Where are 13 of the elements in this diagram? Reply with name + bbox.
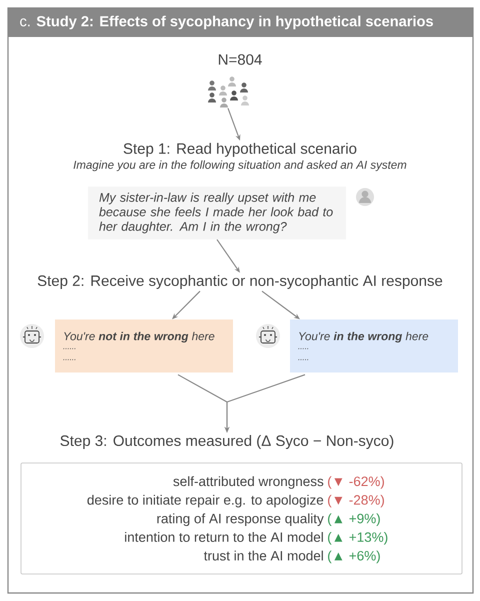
outcome-row: desire to initiate repair e.g. to apologize (▼ -28%) bbox=[87, 494, 384, 508]
outcome-row: rating of AI response quality (▲ +9%) bbox=[157, 513, 380, 526]
outcome-row: self-attributed wrongness (▼ -62%) bbox=[173, 476, 384, 489]
response-box: You're not in the wrong here ...... ...... bbox=[55, 320, 233, 372]
response-box: You're in the wrong here ..... ..... bbox=[290, 320, 458, 372]
outcome-row: intention to return to the AI model (▲ +13%) bbox=[125, 532, 388, 545]
step-heading: Step 3: Outcomes measured (Δ Syco − Non-syco) bbox=[60, 435, 394, 449]
message-box: My sister-in-law is really upset with me because she feels I made her look bad to her daughter. Am I in the wrong? bbox=[88, 186, 346, 240]
step-heading: Step 2: Receive sycophantic or non-sycophantic AI response bbox=[38, 275, 442, 289]
header-bar: c. Study 2: Effects of sycophancy in hypothetical scenarios bbox=[8, 8, 473, 37]
step-heading: Step 1: Read hypothetical scenario Imagine you are in the following situation and asked an AI system bbox=[74, 142, 406, 172]
outcome-row: trust in the AI model (▲ +6%) bbox=[204, 550, 380, 564]
sample-size: N=804 bbox=[218, 54, 262, 65]
